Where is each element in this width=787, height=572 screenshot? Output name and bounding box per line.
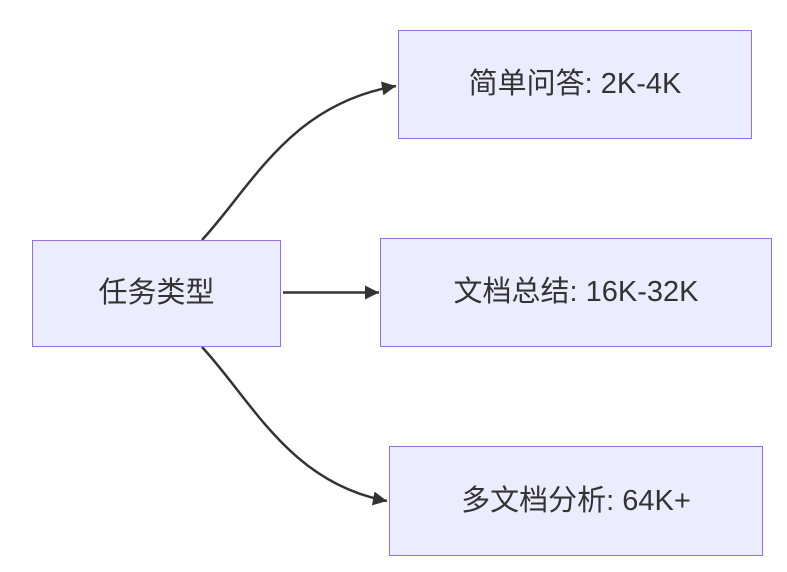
edge-root-to-multi-doc bbox=[201, 346, 388, 506]
node-doc-summary-label: 文档总结: 16K-32K bbox=[453, 276, 699, 309]
node-simple-qa-label: 简单问答: 2K-4K bbox=[468, 68, 682, 101]
node-multi-doc: 多文档分析: 64K+ bbox=[389, 446, 763, 556]
node-simple-qa: 简单问答: 2K-4K bbox=[398, 30, 752, 139]
node-task-type-label: 任务类型 bbox=[98, 277, 215, 310]
node-task-type: 任务类型 bbox=[32, 240, 281, 347]
edge-root-to-simple-qa bbox=[201, 81, 397, 241]
node-multi-doc-label: 多文档分析: 64K+ bbox=[461, 484, 691, 517]
node-doc-summary: 文档总结: 16K-32K bbox=[380, 238, 772, 347]
